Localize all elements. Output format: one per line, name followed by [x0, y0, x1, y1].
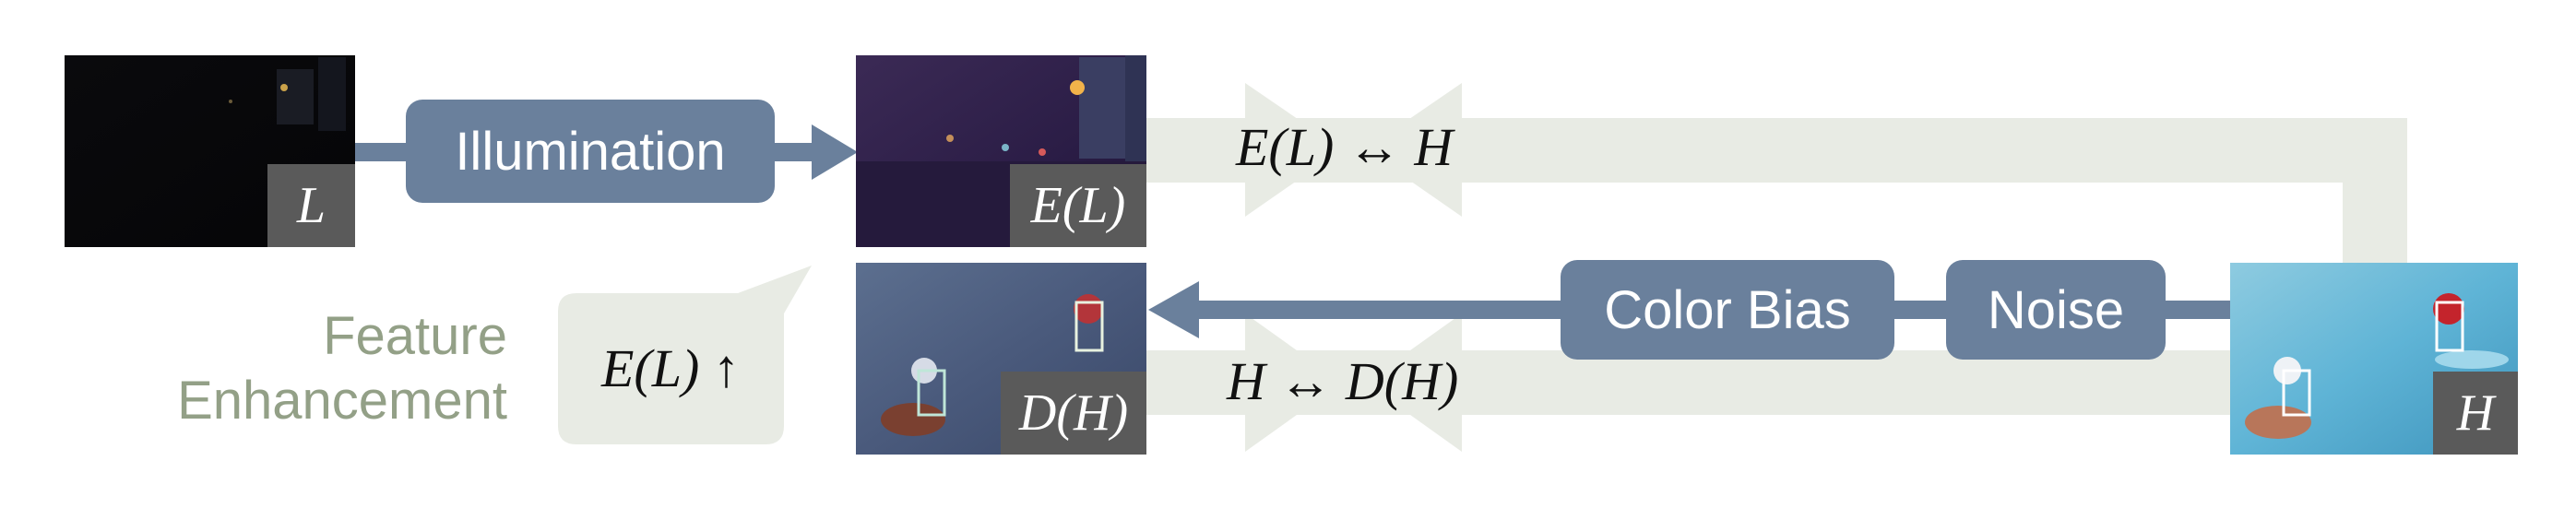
top-arrow-left	[1365, 83, 1462, 217]
high-quality-tag: H	[2433, 372, 2518, 455]
bottom-arrow-left	[1365, 313, 1462, 452]
feature-enhancement-line2: Enhancement	[177, 371, 507, 431]
feature-bubble	[558, 266, 812, 444]
el-arrow-head	[812, 124, 858, 180]
noise-to-h-line	[2158, 301, 2232, 319]
enhanced-tag: E(L)	[1010, 164, 1146, 247]
top-band	[1144, 118, 2407, 183]
illum-to-el-line	[770, 143, 816, 161]
low-light-tag: L	[267, 164, 355, 247]
enhance-relation: E(L) ↑	[601, 338, 740, 398]
bottom-arrow-right	[1245, 313, 1342, 452]
degraded-tag: D(H)	[1001, 372, 1146, 455]
dh-arrow-head	[1148, 281, 1199, 338]
bottom-relation: H ↔ D(H)	[1227, 351, 1459, 411]
feature-enhancement-caption: Feature Enhancement	[111, 304, 507, 433]
l-to-illum-line	[355, 143, 410, 161]
color-bias-module: Color Bias	[1561, 260, 1894, 360]
low-light-image	[65, 55, 355, 247]
to-dh-line	[1199, 301, 1568, 319]
top-relation: E(L) ↔ H	[1236, 117, 1454, 177]
top-arrow-right	[1245, 83, 1342, 217]
illumination-module: Illumination	[406, 100, 775, 203]
feature-enhancement-line1: Feature	[323, 306, 507, 366]
noise-module: Noise	[1946, 260, 2166, 360]
flow-bands	[558, 83, 2407, 452]
